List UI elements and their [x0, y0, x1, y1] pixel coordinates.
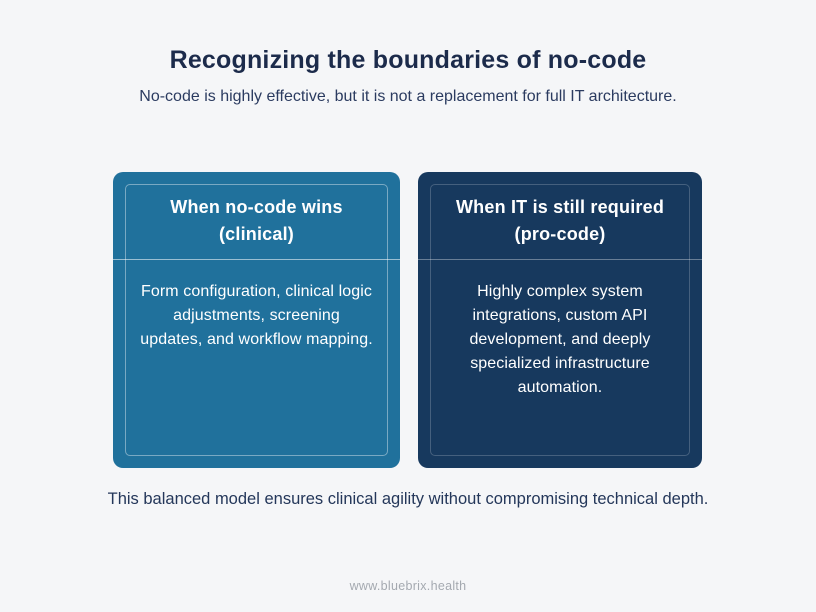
- comparison-cards: When no-code wins (clinical) Form config…: [113, 172, 702, 468]
- conclusion-text: This balanced model ensures clinical agi…: [107, 490, 709, 508]
- card-no-code-title: When no-code wins (clinical): [170, 194, 342, 248]
- card-pro-code-header: When IT is still required (pro-code): [418, 172, 702, 259]
- card-no-code-header: When no-code wins (clinical): [113, 172, 400, 259]
- card-no-code-title-line1: When no-code wins: [170, 196, 343, 217]
- card-pro-code-title: When IT is still required (pro-code): [456, 194, 664, 248]
- page-title: Recognizing the boundaries of no-code: [169, 46, 647, 74]
- page-subtitle: No-code is highly effective, but it is n…: [139, 88, 677, 105]
- card-no-code: When no-code wins (clinical) Form config…: [113, 172, 400, 468]
- card-no-code-divider: [113, 259, 400, 260]
- card-no-code-body: Form configuration, clinical logic adjus…: [140, 283, 373, 348]
- footer-website-text: www.bluebrix.health: [349, 579, 467, 593]
- card-no-code-title-line2: (clinical): [218, 223, 295, 244]
- card-pro-code-divider: [418, 259, 702, 260]
- card-pro-code: When IT is still required (pro-code) Hig…: [418, 172, 702, 468]
- card-pro-code-title-line2: (pro-code): [514, 223, 606, 244]
- slide-header: Recognizing the boundaries of no-code No…: [0, 44, 816, 108]
- card-pro-code-title-line1: When IT is still required: [455, 196, 665, 217]
- card-pro-code-body: Highly complex system integrations, cust…: [469, 283, 651, 396]
